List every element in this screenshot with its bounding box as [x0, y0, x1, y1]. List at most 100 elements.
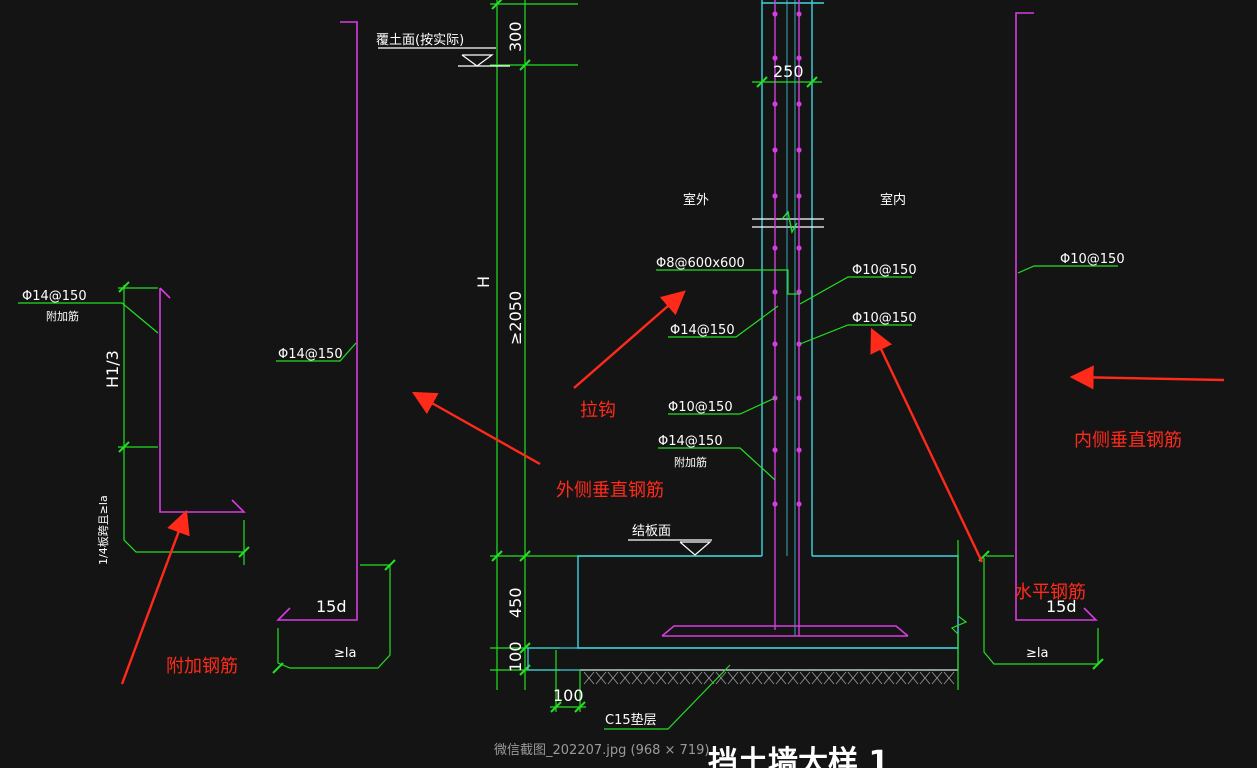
rebar-dot — [796, 341, 802, 347]
rebar-dot — [772, 341, 778, 347]
arrow-horizontal — [870, 327, 984, 563]
hatch-line — [619, 671, 631, 685]
hatch-line — [871, 671, 883, 685]
outer-vertical-rebar-shape — [276, 21, 358, 621]
rebar-dot — [772, 55, 778, 61]
hatch-line — [943, 671, 955, 685]
quarter-span-label: 1/4板跨且≥la — [96, 495, 110, 565]
additional-leader — [18, 302, 159, 334]
additional-rebar-label: Φ14@150 — [22, 289, 87, 304]
center-additional-label: Φ14@150 — [658, 434, 723, 449]
dim-300: 300 — [506, 21, 525, 52]
h1-third-label: H1/3 — [103, 350, 122, 388]
horizontal-leader-c — [668, 397, 776, 415]
annotations: 附加钢筋 外侧垂直钢筋 拉钩 内侧垂直钢筋 水平钢筋 — [120, 290, 1225, 685]
arrow-tie — [573, 290, 686, 389]
center-additional-sublabel: 附加筋 — [674, 455, 707, 469]
outer-vertical-label: Φ14@150 — [278, 347, 343, 362]
tick — [1092, 658, 1104, 670]
hatch-line — [607, 671, 619, 685]
hatch-line — [703, 671, 715, 685]
hook-15d-left: 15d — [316, 597, 347, 616]
tick — [550, 701, 562, 713]
rebar-dot — [796, 55, 802, 61]
hatch-line — [775, 671, 787, 685]
outside-label: 室外 — [683, 192, 709, 208]
horizontal-label-c: Φ10@150 — [668, 400, 733, 415]
rebar-dot — [772, 245, 778, 251]
horizontal-leader-a — [799, 276, 912, 305]
tick — [491, 550, 503, 562]
tick — [491, 0, 503, 10]
hatch-line — [811, 671, 823, 685]
base-break — [950, 540, 968, 690]
tick — [574, 701, 586, 713]
rebar-dot — [772, 501, 778, 507]
outer-leader — [276, 342, 357, 362]
file-info: 微信截图_202207.jpg (968 × 719) — [494, 743, 709, 758]
hatch-line — [595, 671, 607, 685]
rebar-dot — [772, 11, 778, 17]
hatch-line — [643, 671, 655, 685]
rebar-dot — [772, 193, 778, 199]
hatch-line — [919, 671, 931, 685]
break-zigzag — [781, 210, 798, 235]
hatch-line — [799, 671, 811, 685]
dim-250: 250 — [773, 62, 804, 81]
tick — [806, 76, 818, 88]
dim-100-v: 100 — [506, 641, 525, 672]
inner-vertical-rebar-shape — [1015, 12, 1098, 621]
cushion-label: C15垫层 — [605, 712, 657, 728]
rebar-dot — [772, 447, 778, 453]
hatch-line — [739, 671, 751, 685]
additional-rebar-sublabel: 附加筋 — [46, 309, 79, 323]
rebar-dot — [796, 245, 802, 251]
hatch-line — [763, 671, 775, 685]
dim-2050: ≥2050 — [506, 291, 525, 345]
wall-section: 300 H ≥2050 450 100 覆土面(按实际) 25 — [376, 0, 968, 730]
rebar-dots — [772, 11, 802, 507]
hatch-line — [835, 671, 847, 685]
arrow-additional — [120, 509, 190, 685]
backfill-label: 覆土面(按实际) — [376, 33, 464, 48]
center-vertical-leader — [668, 305, 779, 338]
horizontal-label-a: Φ10@150 — [852, 263, 917, 278]
rebar-dot — [796, 193, 802, 199]
hatch-line — [679, 671, 691, 685]
arrow-inner-vertical — [1069, 365, 1225, 390]
rebar-dot — [796, 501, 802, 507]
tie-leader — [656, 269, 800, 295]
anchor-right-label: ≥la — [1026, 646, 1048, 661]
annotation-outer-vertical: 外侧垂直钢筋 — [556, 480, 664, 501]
inner-leader — [1017, 265, 1118, 274]
rebar-dot — [796, 395, 802, 401]
rebar-dot — [772, 147, 778, 153]
hatch-line — [583, 671, 595, 685]
anchor-left-label: ≥la — [334, 646, 356, 661]
rebar-dot — [772, 101, 778, 107]
tick — [519, 642, 531, 654]
hatch-line — [631, 671, 643, 685]
tick — [118, 441, 130, 453]
additional-rebar-shape — [159, 288, 246, 513]
anchor-dim-right-2 — [983, 558, 1099, 665]
hatch-line — [859, 671, 871, 685]
center-vertical-label: Φ14@150 — [670, 323, 735, 338]
center-additional-leader — [658, 447, 776, 481]
cushion-layer — [527, 647, 959, 671]
rebar-dot — [796, 147, 802, 153]
dim-100-h: 100 — [553, 686, 584, 705]
additional-rebar-hook — [159, 287, 171, 299]
horizontal-leader-b — [799, 324, 912, 345]
horizontal-label-b: Φ10@150 — [852, 311, 917, 326]
hatch-line — [727, 671, 739, 685]
hatch-line — [931, 671, 943, 685]
hatch-line — [883, 671, 895, 685]
additional-rebar-detail: H1/3 1/4板跨且≥la Φ14@150 附加筋 — [18, 281, 250, 565]
tick — [756, 76, 768, 88]
quarter-dim-line — [123, 447, 244, 553]
hatch-line — [667, 671, 679, 685]
rebar-dot — [796, 101, 802, 107]
